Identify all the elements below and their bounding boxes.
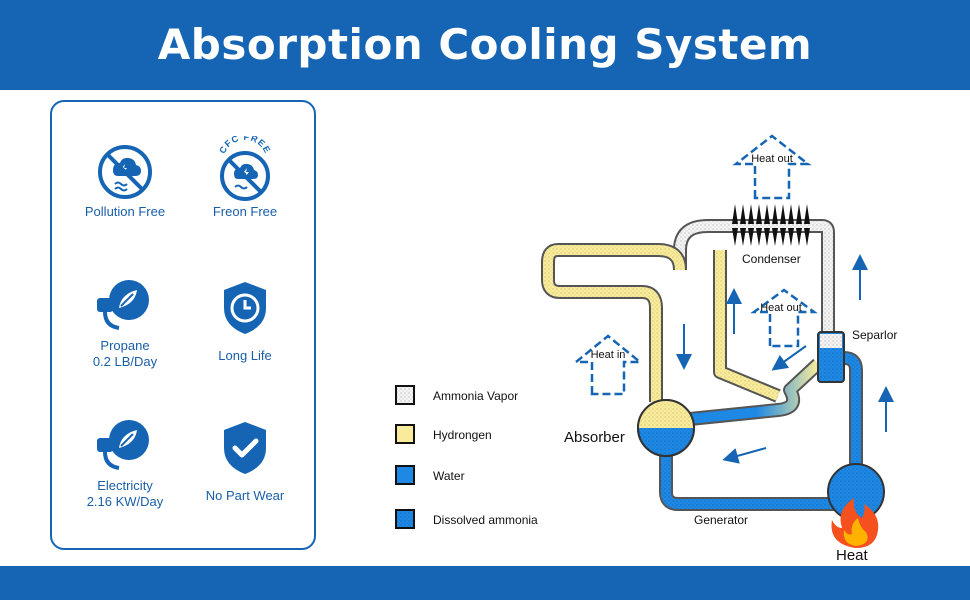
- plug-leaf-icon: [97, 420, 149, 470]
- pollution-free-icon: [98, 145, 152, 199]
- ammonia-vapor-pipe: [673, 219, 835, 340]
- feature-label: Freon Free: [212, 204, 278, 219]
- heat-in-arrow: [572, 334, 644, 396]
- water-pipe: [659, 438, 836, 511]
- legend-label: Water: [433, 469, 465, 483]
- absorber-label: Absorber: [564, 429, 625, 446]
- legend-label: Ammonia Vapor: [433, 389, 518, 403]
- legend-swatch-dissolved-ammonia: [395, 509, 415, 529]
- heat-out-mid-label: Heat out: [760, 302, 802, 314]
- heat-out-top-label: Heat out: [751, 153, 793, 165]
- clock-shield-icon: [224, 282, 266, 334]
- legend-swatch-hydrogen: [395, 424, 415, 444]
- feature-label: Pollution Free: [84, 204, 166, 219]
- condenser-fins: [732, 204, 810, 246]
- separator-label: Separlor: [852, 328, 897, 342]
- plug-leaf-icon: [97, 280, 149, 330]
- feature-label-line1: Propane: [100, 338, 150, 353]
- footer-bar: [0, 566, 970, 600]
- cfc-free-icon: CFC FREE: [217, 136, 272, 201]
- feature-propane: Propane 0.2 LB/Day: [60, 278, 190, 370]
- generator-label: Generator: [694, 513, 748, 527]
- generator-vessel: [827, 463, 885, 521]
- feature-label: No Part Wear: [205, 488, 285, 503]
- legend: Ammonia Vapor Hydrongen Water Dissolved …: [395, 385, 538, 529]
- flow-arrow-diag: [771, 345, 807, 371]
- legend-swatch-ammonia-vapor: [395, 385, 415, 405]
- legend-swatch-water: [395, 465, 415, 485]
- heat-out-mid-arrow: [750, 288, 818, 348]
- heat-out-top-arrow: [732, 134, 812, 200]
- feature-no-part-wear: No Part Wear: [180, 420, 310, 504]
- feature-pollution-free: Pollution Free: [60, 144, 190, 220]
- flow-arrow-left: [722, 447, 767, 464]
- feature-long-life: Long Life: [180, 280, 310, 364]
- absorption-diagram: Heat out Heat out Heat in Condenser Sepa…: [395, 134, 897, 564]
- feature-freon-free: CFC FREE Freon Free: [180, 136, 310, 220]
- flame-icon: [831, 498, 879, 548]
- condenser-label: Condenser: [742, 252, 801, 266]
- heat-in-label: Heat in: [591, 349, 626, 361]
- feature-label: Long Life: [218, 348, 272, 363]
- feature-label-line2: 2.16 KW/Day: [86, 494, 164, 509]
- legend-label: Hydrongen: [433, 428, 492, 442]
- feature-label-line2: 0.2 LB/Day: [92, 354, 158, 369]
- check-shield-icon: [224, 422, 266, 474]
- legend-label: Dissolved ammonia: [433, 513, 538, 527]
- header-bar: [0, 0, 970, 90]
- features-panel: Pollution Free CFC FREE Freon Free Prop: [50, 100, 316, 550]
- heat-label: Heat: [836, 547, 869, 564]
- feature-label-line1: Electricity: [97, 478, 153, 493]
- page-title: Absorption Cooling System: [157, 20, 813, 69]
- feature-electricity: Electricity 2.16 KW/Day: [60, 418, 190, 510]
